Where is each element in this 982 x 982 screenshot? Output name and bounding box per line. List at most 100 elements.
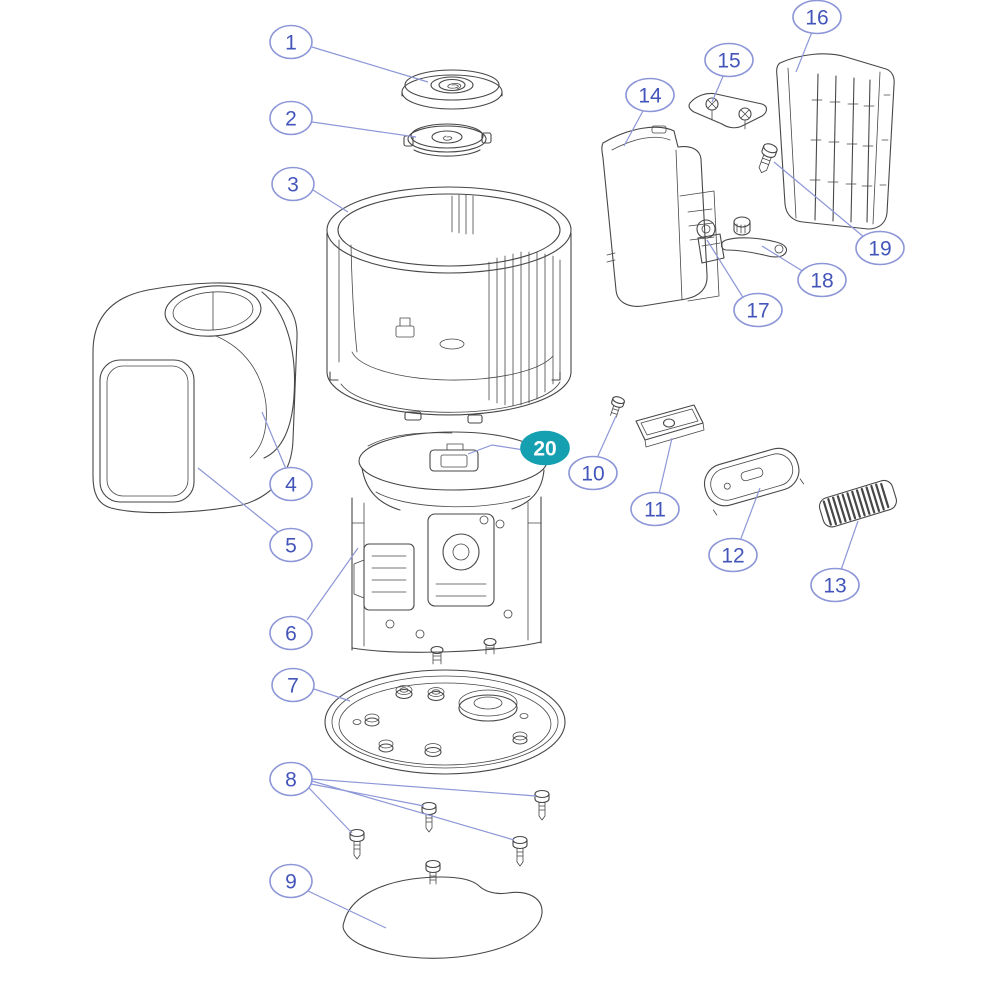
callout-balloon <box>271 166 315 202</box>
part-ribbed-panel <box>776 53 895 230</box>
leader-line <box>773 161 866 239</box>
part-screw <box>425 859 441 885</box>
callout-number: 5 <box>285 535 297 558</box>
callout-number: 12 <box>721 545 744 568</box>
callout-balloon <box>269 615 313 651</box>
callout-7[interactable]: 7 <box>271 667 351 703</box>
leader-line <box>706 239 745 300</box>
callout-balloon <box>269 100 313 136</box>
part-screws <box>349 789 550 885</box>
callout-number: 16 <box>805 7 828 30</box>
callout-balloon <box>708 537 758 573</box>
callout-12[interactable]: 12 <box>708 487 761 573</box>
callout-4[interactable]: 4 <box>261 411 313 502</box>
callout-balloon <box>704 42 754 78</box>
part-arm-bracket <box>720 216 788 258</box>
callout-18[interactable]: 18 <box>761 245 847 298</box>
leader-line <box>467 444 525 455</box>
callout-15[interactable]: 15 <box>704 42 754 103</box>
callout-balloon <box>625 77 675 113</box>
part-inner-cap <box>403 123 492 157</box>
callout-19[interactable]: 19 <box>773 161 905 266</box>
leader-line <box>658 437 673 495</box>
leader-line <box>311 46 429 83</box>
callout-17[interactable]: 17 <box>706 239 783 328</box>
part-screw-19 <box>758 143 778 174</box>
callout-number: 10 <box>581 463 604 486</box>
callout-number: 13 <box>823 575 846 598</box>
callout-9[interactable]: 9 <box>269 863 387 929</box>
callout-balloon <box>520 430 570 466</box>
leader-line <box>311 780 515 841</box>
leader-line <box>311 121 417 138</box>
callout-balloon <box>630 491 680 527</box>
callout-number: 20 <box>533 438 556 461</box>
callout-balloon <box>269 761 313 797</box>
callout-11[interactable]: 11 <box>630 437 680 527</box>
part-screw-small <box>610 396 625 418</box>
callout-balloon <box>792 0 842 35</box>
part-main-housing <box>326 186 572 424</box>
callout-balloon <box>568 455 618 491</box>
leader-line <box>313 688 351 702</box>
callout-number: 11 <box>644 499 666 522</box>
callout-number: 14 <box>638 85 662 108</box>
part-bottom-cover <box>342 876 543 959</box>
leader-line <box>739 487 761 542</box>
callout-1[interactable]: 1 <box>269 24 429 83</box>
callout-balloon <box>269 24 313 60</box>
callout-6[interactable]: 6 <box>269 547 359 651</box>
leader-line <box>261 411 287 470</box>
part-side-panel <box>601 125 720 307</box>
callout-20[interactable]: 20 <box>467 430 570 466</box>
callout-number: 17 <box>746 300 769 323</box>
callout-number: 7 <box>287 675 299 698</box>
callout-balloon <box>269 863 313 899</box>
callout-16[interactable]: 16 <box>792 0 842 73</box>
part-oval-cover <box>703 447 805 516</box>
callout-number: 19 <box>868 238 891 261</box>
callout-number: 2 <box>285 108 297 131</box>
callout-balloon <box>269 527 313 563</box>
parts-artwork <box>92 53 897 959</box>
part-hinge <box>696 219 725 264</box>
part-screw <box>349 828 365 860</box>
callout-number: 9 <box>285 871 297 894</box>
callout-number: 4 <box>285 474 297 497</box>
part-bracket <box>688 92 768 130</box>
part-top-cap <box>401 69 503 110</box>
leader-line <box>312 189 349 213</box>
callout-balloon <box>269 466 313 502</box>
callout-10[interactable]: 10 <box>568 415 618 491</box>
callout-5[interactable]: 5 <box>197 467 313 563</box>
part-latch-plate <box>635 404 705 448</box>
callout-14[interactable]: 14 <box>623 77 675 147</box>
part-screw <box>512 835 528 867</box>
leader-line <box>711 73 725 103</box>
callout-8[interactable]: 8 <box>269 761 537 841</box>
callout-balloon <box>733 292 783 328</box>
callout-number: 6 <box>285 623 297 646</box>
leader-line <box>197 467 279 533</box>
leader-line <box>623 108 645 147</box>
callout-3[interactable]: 3 <box>271 166 349 213</box>
leader-line <box>311 778 537 797</box>
part-motor-assembly <box>351 431 548 665</box>
callout-balloon <box>797 262 847 298</box>
leader-line <box>306 547 359 621</box>
callout-2[interactable]: 2 <box>269 100 417 138</box>
part-screw <box>421 801 437 833</box>
callout-number: 18 <box>810 270 833 293</box>
leader-line <box>840 520 859 571</box>
callout-13[interactable]: 13 <box>810 520 860 603</box>
callout-balloon <box>271 667 315 703</box>
leader-line <box>795 31 813 73</box>
part-outer-shell <box>92 282 298 514</box>
callout-balloon <box>855 230 905 266</box>
callout-number: 3 <box>287 174 299 197</box>
leader-line <box>310 783 425 807</box>
callout-balloon <box>810 567 860 603</box>
callout-number: 8 <box>285 769 297 792</box>
